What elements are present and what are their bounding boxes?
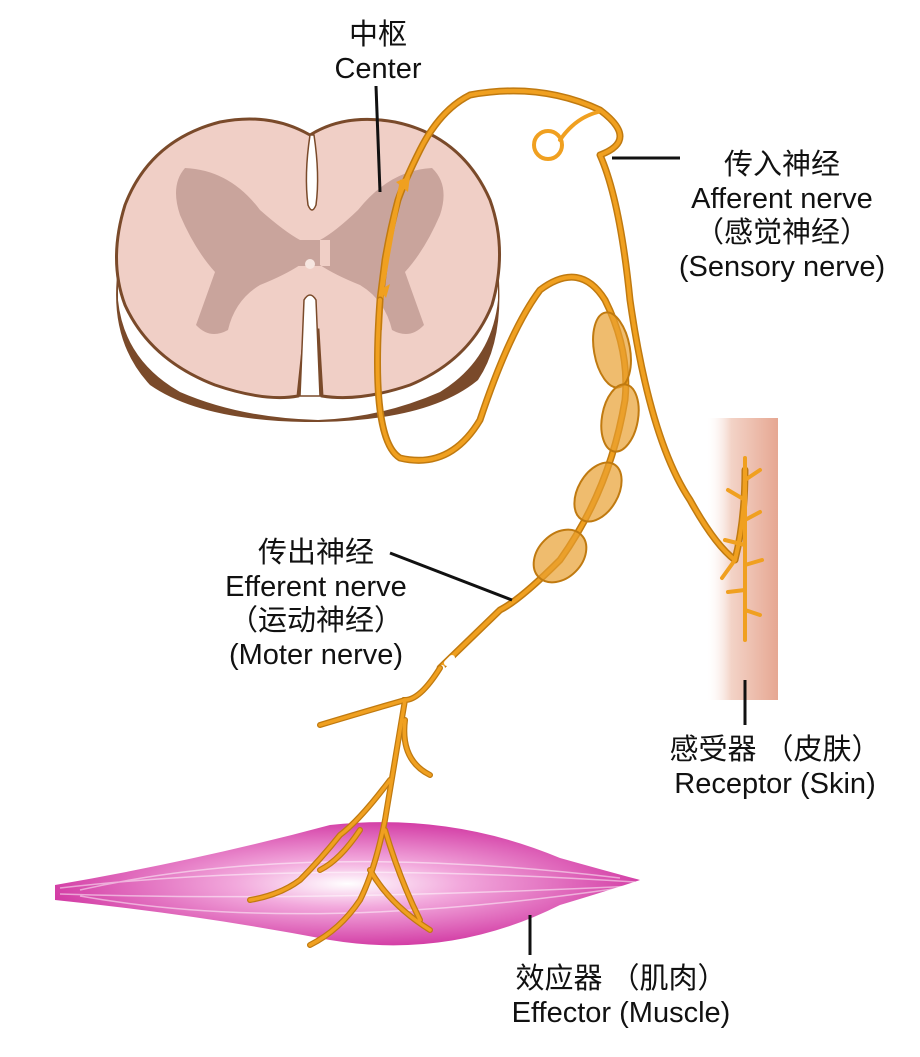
muscle	[55, 822, 640, 946]
label-efferent-en-alt: (Moter nerve)	[228, 639, 404, 671]
label-effector-zh: 效应器 （肌肉）	[515, 963, 727, 995]
label-receptor-zh: 感受器 （皮肤）	[669, 734, 881, 766]
label-afferent-zh-alt: （感觉神经）	[694, 217, 869, 249]
central-canal	[305, 259, 315, 269]
leader-lines	[374, 85, 747, 955]
label-afferent-en-alt: (Sensory nerve)	[678, 251, 886, 283]
label-effector-en: Effector (Muscle)	[511, 997, 731, 1029]
label-center-en: Center	[334, 53, 422, 85]
spinal-cord	[115, 117, 502, 422]
receptor-endings	[720, 456, 764, 642]
label-afferent-en: Afferent nerve	[691, 183, 873, 215]
skin-tissue	[706, 418, 778, 700]
label-effector: 效应器 （肌肉） Effector (Muscle)	[476, 962, 766, 1030]
dorsal-fissure	[305, 134, 319, 211]
label-efferent-en: Efferent nerve	[225, 571, 407, 603]
label-afferent-zh: 传入神经	[723, 149, 840, 181]
label-efferent-nerve: 传出神经 Efferent nerve （运动神经） (Moter nerve)	[196, 536, 436, 672]
myelin-sheaths	[532, 311, 640, 584]
label-receptor-en: Receptor (Skin)	[674, 768, 876, 800]
label-receptor: 感受器 （皮肤） Receptor (Skin)	[640, 733, 910, 801]
afferent-nerve	[376, 87, 749, 564]
ventral-fissure	[299, 294, 321, 397]
label-center: 中枢 Center	[318, 18, 438, 86]
label-efferent-zh-alt: （运动神经）	[228, 605, 403, 637]
label-center-zh: 中枢	[348, 19, 407, 51]
label-efferent-zh: 传出神经	[257, 537, 374, 569]
interneuron	[378, 179, 404, 331]
dorsal-root-ganglion	[532, 129, 564, 161]
label-afferent-nerve: 传入神经 Afferent nerve （感觉神经） (Sensory nerv…	[652, 148, 912, 284]
gray-matter	[176, 168, 444, 334]
